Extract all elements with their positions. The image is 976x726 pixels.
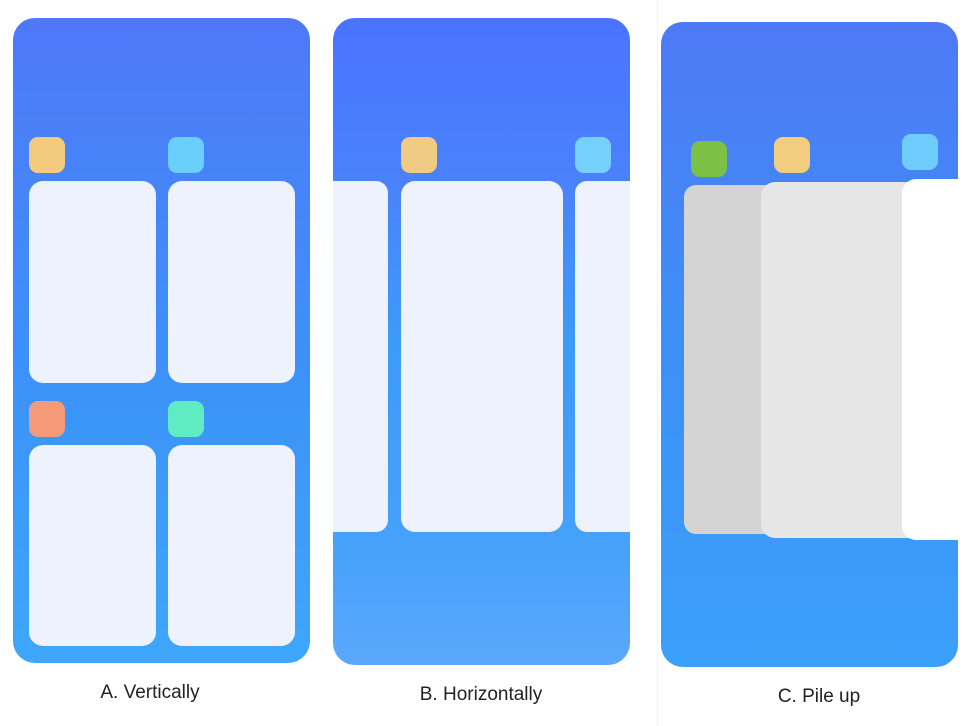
app-icon-b2[interactable] [575,137,611,173]
app-icon-a3[interactable] [29,401,65,437]
caption-horizontally: B. Horizontally [419,684,543,705]
app-card-a3[interactable] [29,445,156,646]
caption-vertically: A. Vertically [100,682,200,703]
phone-vertical-layout [13,18,310,663]
phone-horizontal-layout [333,18,630,665]
app-icon-a2[interactable] [168,137,204,173]
app-icon-a1[interactable] [29,137,65,173]
app-card-a4[interactable] [168,445,295,646]
app-icon-c1[interactable] [691,141,727,177]
panel-divider [657,0,658,726]
phone-pileup-layout [661,22,958,667]
stacked-card-c3[interactable] [902,179,958,540]
app-card-b-left[interactable] [333,181,388,532]
caption-pile-up: C. Pile up [777,686,861,707]
app-card-a2[interactable] [168,181,295,383]
app-icon-c2[interactable] [774,137,810,173]
app-icon-b1[interactable] [401,137,437,173]
app-icon-a4[interactable] [168,401,204,437]
app-card-b-center[interactable] [401,181,563,532]
app-icon-c3[interactable] [902,134,938,170]
app-card-a1[interactable] [29,181,156,383]
app-card-b-right[interactable] [575,181,630,532]
